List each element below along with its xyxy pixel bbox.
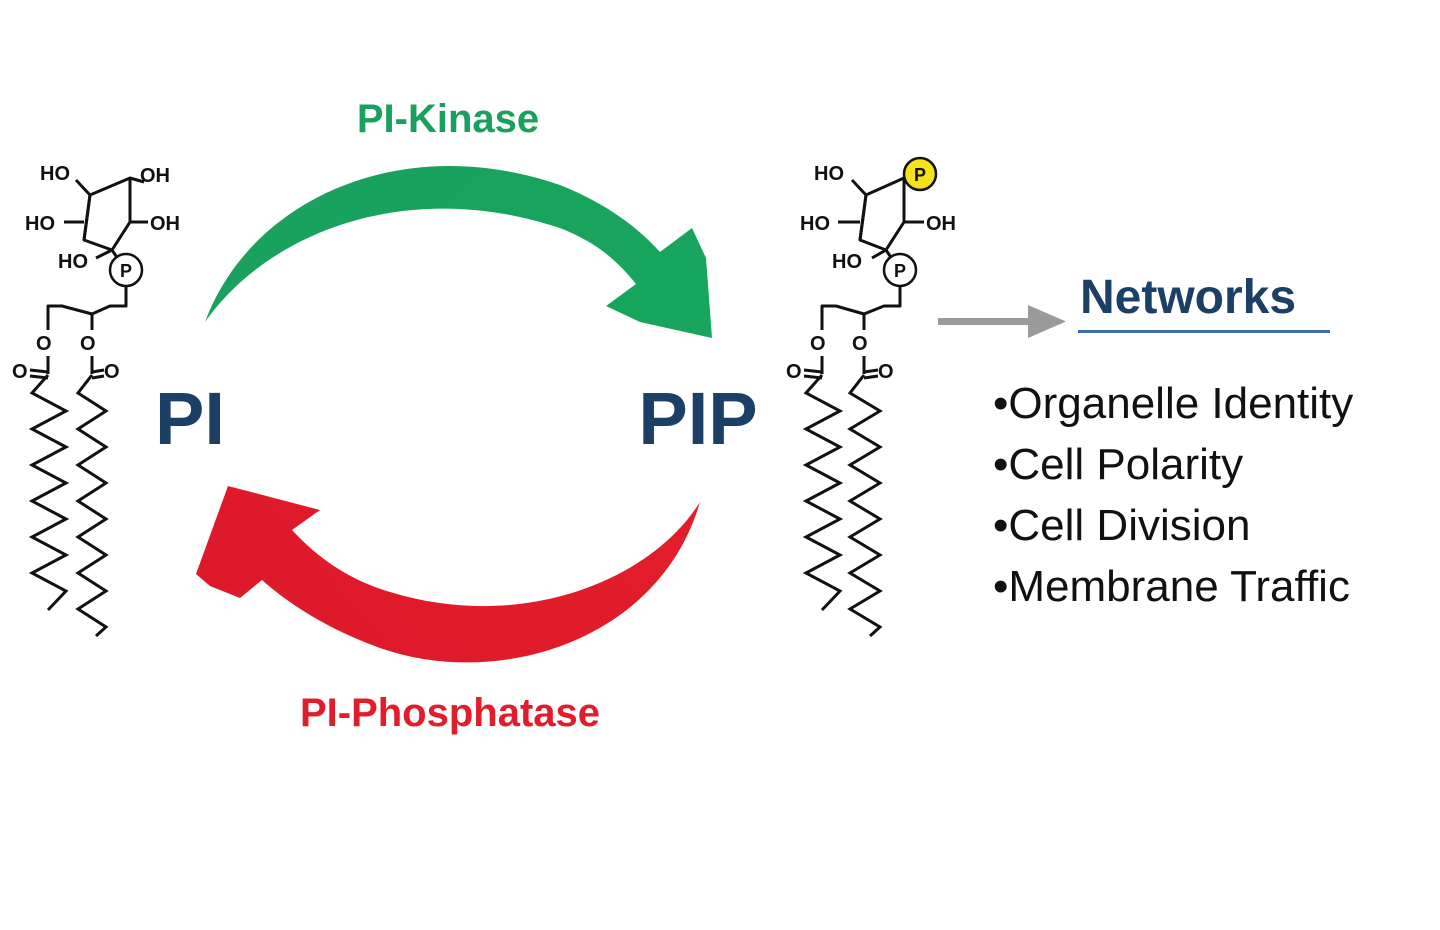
pi-label: PI bbox=[155, 377, 225, 460]
hydroxyl-label: HO bbox=[832, 251, 862, 273]
kinase-arrow bbox=[205, 165, 712, 338]
list-item: •Organelle Identity bbox=[993, 379, 1353, 428]
hydroxyl-label: OH bbox=[150, 213, 180, 235]
hydroxyl-label: OH bbox=[926, 213, 956, 235]
phosphatase-arrow bbox=[196, 486, 700, 663]
hydroxyl-label: HO bbox=[814, 163, 844, 185]
networks-title: Networks bbox=[1080, 271, 1296, 324]
oxygen-label: O bbox=[852, 333, 868, 355]
oxygen-label: O bbox=[810, 333, 826, 355]
added-phosphate-circle bbox=[902, 156, 938, 192]
oxygen-label: O bbox=[80, 333, 96, 355]
phosphate-label: P bbox=[894, 261, 906, 281]
kinase-label: PI-Kinase bbox=[357, 97, 539, 141]
networks-underline bbox=[1078, 330, 1330, 333]
oxygen-label: O bbox=[36, 333, 52, 355]
phosphate-label: P bbox=[120, 261, 132, 281]
phosphatase-label: PI-Phosphatase bbox=[300, 691, 600, 735]
networks-arrow bbox=[938, 305, 1066, 338]
phosphate-circle bbox=[882, 252, 918, 288]
hydroxyl-label: HO bbox=[40, 163, 70, 185]
phosphate-label: P bbox=[914, 165, 926, 185]
list-item: •Cell Polarity bbox=[993, 440, 1243, 489]
list-item: •Cell Division bbox=[993, 501, 1250, 550]
oxygen-label: O bbox=[786, 361, 802, 383]
hydroxyl-label: HO bbox=[800, 213, 830, 235]
oxygen-label: O bbox=[878, 361, 894, 383]
pip-label: PIP bbox=[638, 377, 757, 460]
oxygen-label: O bbox=[104, 361, 120, 383]
hydroxyl-label: HO bbox=[25, 213, 55, 235]
pip-molecule: HO HO OH HO P P O O O O bbox=[786, 156, 956, 638]
oxygen-label: O bbox=[12, 361, 28, 383]
hydroxyl-label: OH bbox=[140, 165, 170, 187]
pi-molecule: HO OH HO OH HO P O O O O bbox=[12, 163, 180, 638]
hydroxyl-label: HO bbox=[58, 251, 88, 273]
networks-list: •Organelle Identity •Cell Polarity •Cell… bbox=[993, 379, 1353, 611]
phosphate-circle bbox=[108, 252, 144, 288]
list-item: •Membrane Traffic bbox=[993, 562, 1350, 611]
